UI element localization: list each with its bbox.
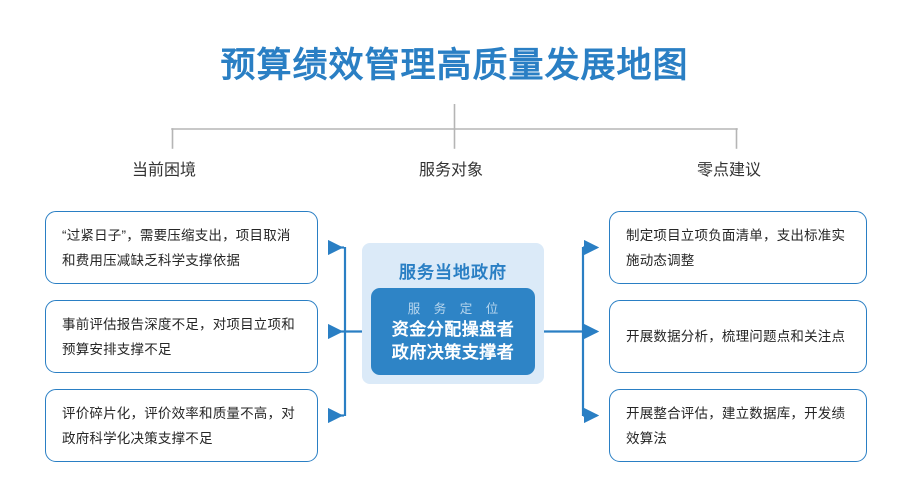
center-role-line-1: 资金分配操盘者: [391, 319, 515, 339]
right-card-1[interactable]: 制定项目立项负面清单，支出标准实施动态调整: [609, 211, 867, 284]
right-card-2[interactable]: 开展数据分析，梳理问题点和关注点: [609, 300, 867, 373]
center-role-line-2: 政府决策支撑者: [391, 342, 515, 362]
left-card-3-text: 评价碎片化，评价效率和质量不高，对政府科学化决策支撑不足: [62, 405, 295, 446]
left-card-2-text: 事前评估报告深度不足，对项目立项和预算安排支撑不足: [62, 316, 295, 357]
left-card-2[interactable]: 事前评估报告深度不足，对项目立项和预算安排支撑不足: [45, 300, 318, 373]
right-card-2-text: 开展数据分析，梳理问题点和关注点: [626, 329, 846, 344]
bracket-connector: [171, 104, 738, 149]
column-header-left: 当前困境: [132, 162, 197, 179]
left-card-1-text: “过紧日子”，需要压缩支出，项目取消和费用压减缺乏科学支撑依据: [62, 227, 291, 268]
right-card-3[interactable]: 开展整合评估，建立数据库，开发绩效算法: [609, 389, 867, 462]
right-card-1-text: 制定项目立项负面清单，支出标准实施动态调整: [626, 227, 846, 268]
column-header-right: 零点建议: [697, 162, 762, 179]
page-title: 预算绩效管理高质量发展地图: [220, 46, 689, 85]
left-card-3[interactable]: 评价碎片化，评价效率和质量不高，对政府科学化决策支撑不足: [45, 389, 318, 462]
center-panel-title: 服务当地政府: [399, 263, 507, 282]
right-card-3-text: 开展整合评估，建立数据库，开发绩效算法: [626, 405, 846, 446]
column-header-center: 服务对象: [419, 162, 484, 179]
center-role-box[interactable]: 服 务 定 位 资金分配操盘者 政府决策支撑者: [371, 288, 535, 375]
left-card-1[interactable]: “过紧日子”，需要压缩支出，项目取消和费用压减缺乏科学支撑依据: [45, 211, 318, 284]
center-role-subtitle: 服 务 定 位: [407, 301, 504, 316]
